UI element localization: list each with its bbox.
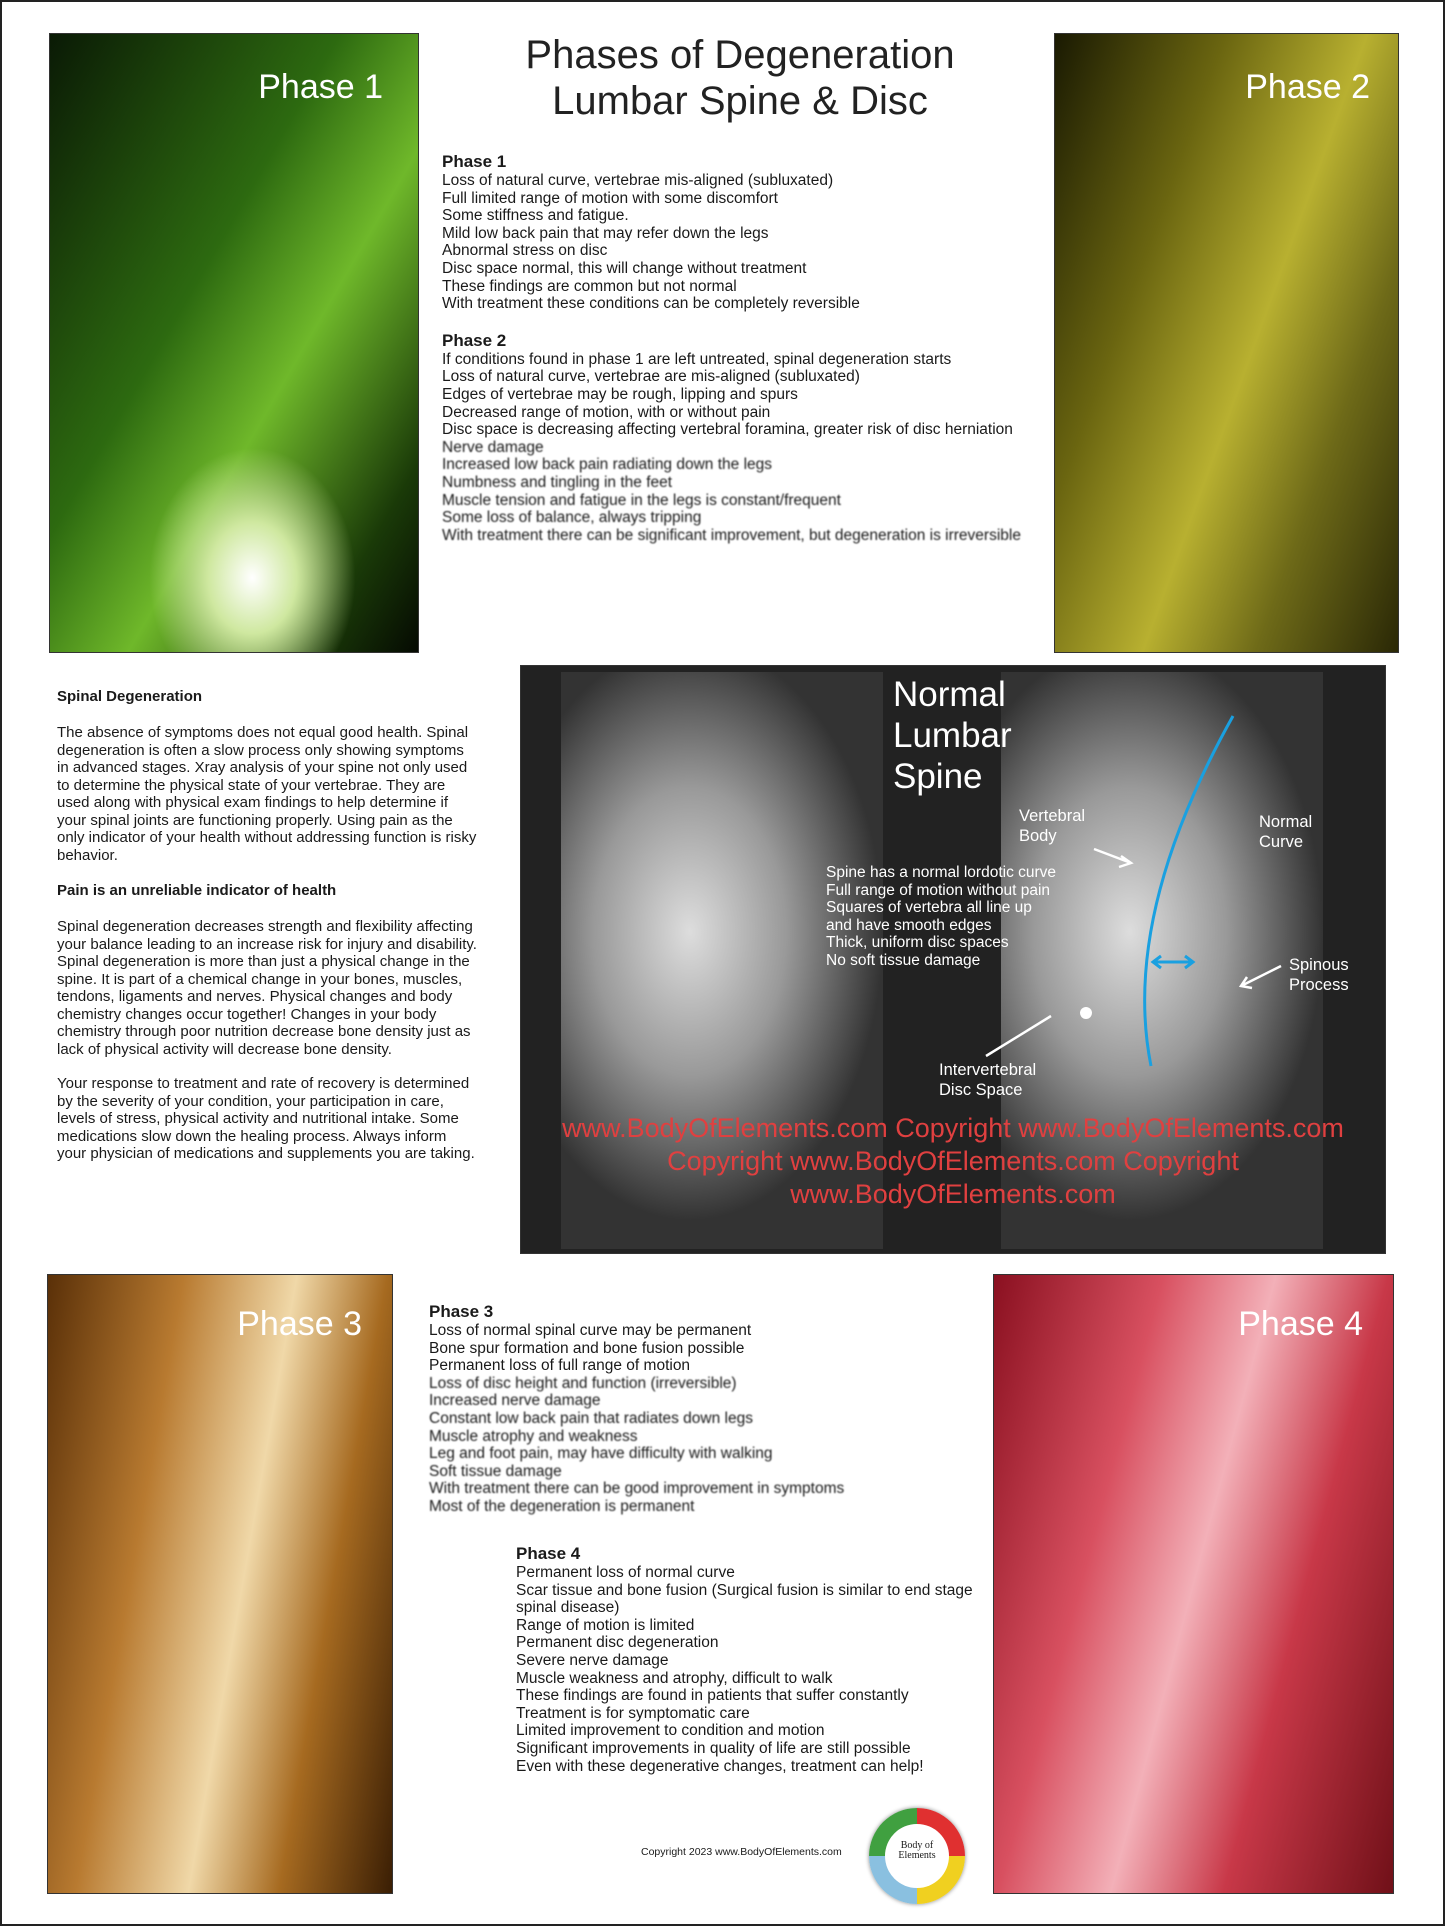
list-item: Full range of motion without pain — [826, 881, 1051, 899]
list-item: Significant improvements in quality of l… — [516, 1739, 911, 1757]
list-item: Decreased range of motion, with or witho… — [442, 403, 771, 421]
list-item: Constant low back pain that radiates dow… — [429, 1409, 753, 1427]
spinal-degeneration-heading: Spinal Degeneration — [57, 688, 203, 705]
list-item: Some stiffness and fatigue. — [442, 207, 629, 225]
xray-left — [561, 672, 883, 1249]
phase3-image-label: Phase 3 — [237, 1305, 362, 1343]
left-info-section: Spinal Degeneration The absence of sympt… — [57, 687, 477, 1163]
phase3-section: Phase 3 Loss of normal spinal curve may … — [429, 1302, 844, 1516]
list-item: Mild low back pain that may refer down t… — [442, 224, 769, 242]
phase4-image-label: Phase 4 — [1238, 1305, 1363, 1343]
list-item: Loss of disc height and function (irreve… — [429, 1374, 737, 1392]
list-item: Loss of natural curve, vertebrae are mis… — [442, 368, 860, 386]
pain-heading: Pain is an unreliable indicator of healt… — [57, 882, 337, 899]
list-item: Soft tissue damage — [429, 1462, 562, 1480]
phase3-heading: Phase 3 — [429, 1302, 494, 1321]
spinous-arrow-icon — [1238, 964, 1282, 990]
disc-pointer-dot — [1080, 1007, 1092, 1019]
list-item: With treatment there can be good improve… — [429, 1480, 845, 1498]
phase2-heading: Phase 2 — [442, 330, 507, 350]
phase2-image-label: Phase 2 — [1245, 68, 1370, 106]
list-item: Muscle atrophy and weakness — [429, 1427, 638, 1445]
list-item: Loss of natural curve, vertebrae mis-ali… — [442, 172, 834, 189]
page-title: Phases of Degeneration Lumbar Spine & Di… — [440, 32, 1040, 124]
list-item: Range of motion is limited — [516, 1616, 695, 1634]
list-item: With treatment there can be significant … — [442, 526, 1021, 544]
list-item: Abnormal stress on disc — [442, 242, 608, 260]
list-item: If conditions found in phase 1 are left … — [442, 350, 952, 368]
vertebral-body-arrow-icon — [1093, 847, 1134, 869]
normal-curve-line — [1143, 715, 1235, 1067]
phase3-xray-image: Phase 3 — [47, 1274, 393, 1894]
list-item: Leg and foot pain, may have difficulty w… — [429, 1445, 773, 1463]
list-item: Disc space normal, this will change with… — [442, 259, 807, 277]
list-item: Increased low back pain radiating down t… — [442, 456, 773, 474]
paragraph: Your response to treatment and rate of r… — [57, 1075, 475, 1162]
watermark: www.BodyOfElements.com Copyright www.Bod… — [562, 1113, 1344, 1209]
copyright-text: Copyright 2023 www.BodyOfElements.com — [641, 1846, 842, 1858]
list-item: These findings are common but not normal — [442, 277, 737, 295]
body-of-elements-logo: Body of Elements — [869, 1808, 965, 1904]
list-item: Even with these degenerative changes, tr… — [516, 1757, 924, 1775]
title-line2: Lumbar Spine & Disc — [552, 79, 928, 123]
list-item: Treatment is for symptomatic care — [516, 1704, 750, 1722]
list-item: Most of the degeneration is permanent — [429, 1497, 695, 1515]
list-item: Nerve damage — [442, 438, 544, 456]
disc-pointer-line — [985, 1014, 1052, 1058]
list-item: Muscle weakness and atrophy, difficult t… — [516, 1669, 833, 1687]
list-item: Edges of vertebrae may be rough, lipping… — [442, 385, 798, 403]
list-item: Muscle tension and fatigue in the legs i… — [442, 491, 841, 509]
list-item: No soft tissue damage — [826, 951, 981, 969]
list-item: Disc space is decreasing affecting verte… — [442, 421, 1013, 439]
disc-space-arrow-icon — [1150, 954, 1196, 970]
phase4-heading: Phase 4 — [516, 1544, 581, 1563]
list-item: Some loss of balance, always tripping — [442, 509, 702, 527]
list-item: Permanent loss of full range of motion — [429, 1357, 691, 1375]
annotation-overlay — [985, 715, 1282, 1067]
list-item: Loss of normal spinal curve may be perma… — [429, 1322, 752, 1339]
title-line1: Phases of Degeneration — [525, 33, 955, 77]
list-item: Scar tissue and bone fusion (Surgical fu… — [516, 1581, 973, 1599]
list-item: Thick, uniform disc spaces — [826, 934, 1009, 951]
list-item: Spine has a normal lordotic curve — [826, 864, 1057, 881]
paragraph: Spinal degeneration decreases strength a… — [57, 918, 477, 1058]
phase1-heading: Phase 1 — [442, 152, 507, 171]
list-item: Permanent loss of normal curve — [516, 1564, 735, 1581]
paragraph: The absence of symptoms does not equal g… — [57, 724, 477, 864]
phase1-section: Phase 1 Loss of natural curve, vertebrae… — [442, 152, 1021, 544]
list-item: Full limited range of motion with some d… — [442, 189, 778, 207]
list-item: These findings are found in patients tha… — [516, 1687, 909, 1705]
list-item: Increased nerve damage — [429, 1392, 601, 1410]
list-item: Numbness and tingling in the feet — [442, 473, 673, 491]
list-item: Severe nerve damage — [516, 1651, 669, 1669]
list-item: Squares of vertebra all line up — [826, 899, 1032, 916]
phase1-image-label: Phase 1 — [258, 68, 383, 106]
list-item: Bone spur formation and bone fusion poss… — [429, 1339, 745, 1357]
list-item: spinal disease) — [516, 1599, 620, 1617]
list-item: With treatment these conditions can be c… — [442, 295, 860, 313]
phase1-xray-image: Phase 1 — [49, 33, 419, 653]
list-item: Limited improvement to condition and mot… — [516, 1722, 825, 1740]
phase2-xray-image: Phase 2 — [1054, 33, 1399, 653]
list-item: and have smooth edges — [826, 916, 992, 934]
phase4-xray-image: Phase 4 — [993, 1274, 1394, 1894]
list-item: Permanent disc degeneration — [516, 1634, 719, 1652]
